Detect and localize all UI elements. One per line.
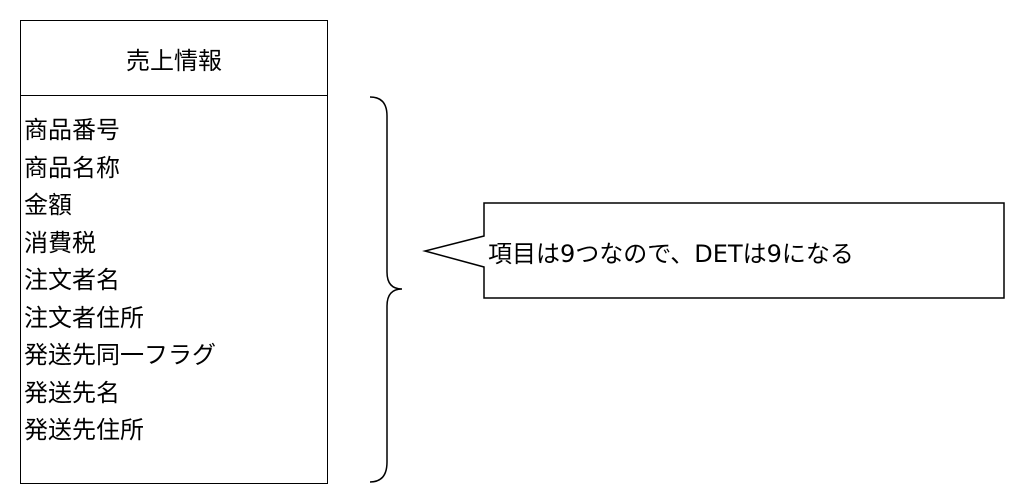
entity-field-box: 商品番号 商品名称 金額 消費税 注文者名 注文者住所 発送先同一フラグ 発送先… xyxy=(20,95,328,484)
field-item: 発送先住所 xyxy=(24,416,144,444)
field-item: 注文者名 xyxy=(24,266,120,294)
field-item: 消費税 xyxy=(24,228,96,257)
field-item: 発送先名 xyxy=(24,378,120,407)
entity-title: 売上情報 xyxy=(126,46,222,75)
field-list: 商品番号 商品名称 金額 消費税 注文者名 注文者住所 発送先同一フラグ 発送先… xyxy=(21,96,327,450)
field-item: 注文者住所 xyxy=(24,303,144,332)
field-item: 商品名称 xyxy=(24,153,120,182)
curly-brace xyxy=(369,96,403,483)
field-item: 発送先同一フラグ xyxy=(24,341,216,369)
callout-text: 項目は9つなので、DETは9になる xyxy=(488,239,854,268)
speech-bubble xyxy=(422,202,1005,299)
field-item: 金額 xyxy=(24,191,72,219)
field-item: 商品番号 xyxy=(24,116,120,144)
